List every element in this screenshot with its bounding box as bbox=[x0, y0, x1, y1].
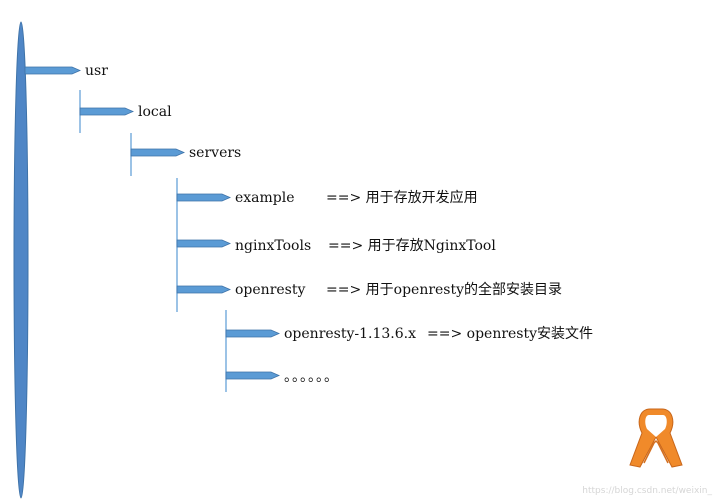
node-desc-openresty: ==> 用于openresty的全部安装目录 bbox=[326, 282, 563, 298]
node-label-openresty-version: openresty-1.13.6.x bbox=[284, 326, 416, 342]
arrow-openresty bbox=[176, 285, 231, 294]
node-label-more: 。。。。。。 bbox=[284, 369, 339, 385]
node-desc-nginxtools: ==> 用于存放NginxTool bbox=[328, 238, 496, 254]
arrow-more bbox=[225, 371, 280, 380]
watermark: https://blog.csdn.net/weixin_ bbox=[582, 486, 712, 496]
arrow-example bbox=[176, 193, 231, 202]
node-label-openresty: openresty bbox=[235, 282, 306, 298]
node-label-nginxtools: nginxTools bbox=[235, 238, 312, 254]
root-trunk bbox=[13, 21, 29, 499]
node-desc-example: ==> 用于存放开发应用 bbox=[326, 190, 478, 206]
arrow-local bbox=[79, 107, 134, 116]
node-label-local: local bbox=[138, 104, 172, 120]
arrow-openresty-version bbox=[225, 329, 280, 338]
node-label-example: example bbox=[235, 190, 295, 206]
arrow-usr bbox=[24, 66, 81, 75]
node-label-usr: usr bbox=[85, 63, 108, 79]
node-desc-openresty-version: ==> openresty安装文件 bbox=[427, 326, 594, 342]
node-label-servers: servers bbox=[189, 145, 242, 161]
arrow-servers bbox=[130, 148, 185, 157]
arrow-nginxtools bbox=[176, 239, 231, 248]
awareness-ribbon-icon bbox=[629, 408, 683, 468]
